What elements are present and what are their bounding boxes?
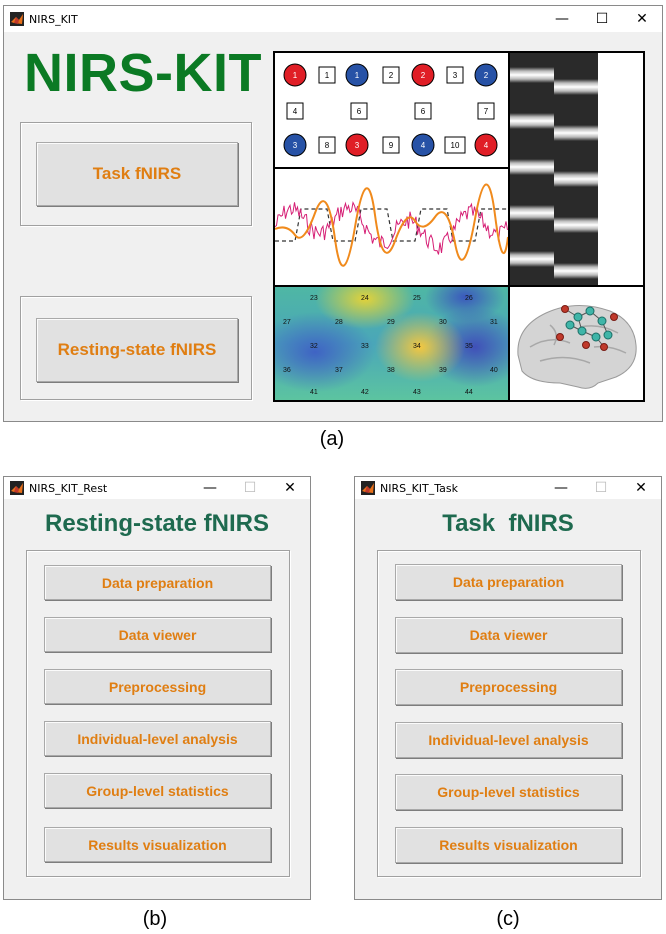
heatmap-label: 39 xyxy=(439,367,447,374)
probe-label: 1 xyxy=(355,71,360,80)
heatmap-label: 28 xyxy=(335,319,343,326)
resting-state-fnirs-button[interactable]: Resting-state fNIRS xyxy=(36,318,238,382)
title-bar: NIRS_KIT_Rest — ☐ ✕ xyxy=(4,477,310,499)
heatmap-label: 29 xyxy=(387,319,395,326)
heatmap-label: 36 xyxy=(283,367,291,374)
probe-label: 4 xyxy=(421,141,426,150)
probe-label: 10 xyxy=(451,141,460,150)
probe-label: 2 xyxy=(421,71,426,80)
probe-label: 9 xyxy=(389,141,394,150)
probe-layout-image: 1 1 1 2 2 3 2 4 6 6 7 3 8 3 9 4 10 4 xyxy=(273,51,510,169)
heatmap-label: 44 xyxy=(465,389,473,396)
title-bar: NIRS_KIT — ☐ ✕ xyxy=(4,6,662,32)
probe-label: 2 xyxy=(389,71,394,80)
individual-level-analysis-button[interactable]: Individual-level analysis xyxy=(44,721,271,756)
probe-label: 6 xyxy=(421,107,426,116)
caption-a: (a) xyxy=(319,428,345,450)
task-panel xyxy=(20,122,252,226)
close-icon[interactable]: ✕ xyxy=(284,480,296,496)
heatmap-label: 23 xyxy=(310,295,318,302)
task-window: NIRS_KIT_Task — ☐ ✕ Task fNIRS Data prep… xyxy=(354,476,662,900)
heatmap-label: 33 xyxy=(361,343,369,350)
matlab-icon xyxy=(10,481,24,495)
matlab-icon xyxy=(10,12,24,26)
minimize-icon[interactable]: — xyxy=(555,11,569,27)
close-icon[interactable]: ✕ xyxy=(635,480,647,496)
title-bar: NIRS_KIT_Task — ☐ ✕ xyxy=(355,477,661,499)
probe-label: 4 xyxy=(293,107,298,116)
heatmap-label: 37 xyxy=(335,367,343,374)
task-fnirs-button[interactable]: Task fNIRS xyxy=(36,142,238,206)
heatmap-image: 23 24 25 26 27 28 29 30 31 32 33 34 35 3… xyxy=(273,285,510,402)
heatmap-label: 35 xyxy=(465,343,473,350)
matlab-icon xyxy=(361,481,375,495)
maximize-icon: ☐ xyxy=(594,480,608,496)
group-level-statistics-button[interactable]: Group-level statistics xyxy=(395,774,622,810)
window-title: NIRS_KIT_Rest xyxy=(29,481,108,495)
minimize-icon[interactable]: — xyxy=(554,480,568,496)
probe-label: 3 xyxy=(453,71,458,80)
maximize-icon[interactable]: ☐ xyxy=(595,11,609,27)
probe-label: 8 xyxy=(325,141,330,150)
data-preparation-button[interactable]: Data preparation xyxy=(395,564,622,600)
probe-label: 4 xyxy=(484,141,489,150)
maximize-icon: ☐ xyxy=(243,480,257,496)
heatmap-label: 24 xyxy=(361,295,369,302)
window-heading: Task fNIRS xyxy=(442,510,574,537)
signal-timeseries-image xyxy=(273,167,510,287)
results-visualization-button[interactable]: Results visualization xyxy=(395,827,622,863)
heatmap-label: 27 xyxy=(283,319,291,326)
menu-panel xyxy=(26,550,290,877)
resting-panel xyxy=(20,296,252,400)
probe-label: 6 xyxy=(357,107,362,116)
data-viewer-button[interactable]: Data viewer xyxy=(44,617,271,652)
probe-label: 1 xyxy=(325,71,330,80)
heatmap-label: 30 xyxy=(439,319,447,326)
probe-label: 3 xyxy=(293,141,298,150)
heatmap-label: 32 xyxy=(310,343,318,350)
probe-label: 3 xyxy=(355,141,360,150)
probe-label: 7 xyxy=(484,107,489,116)
data-viewer-button[interactable]: Data viewer xyxy=(395,617,622,653)
heatmap-label: 41 xyxy=(310,389,318,396)
probe-label: 2 xyxy=(484,71,489,80)
results-visualization-button[interactable]: Results visualization xyxy=(44,827,271,862)
heatmap-label: 31 xyxy=(490,319,498,326)
caption-b: (b) xyxy=(142,908,168,930)
brain-render-image xyxy=(508,285,645,402)
minimize-icon[interactable]: — xyxy=(203,480,217,496)
heatmap-label: 42 xyxy=(361,389,369,396)
design-matrix-image xyxy=(508,51,645,287)
heatmap-label: 43 xyxy=(413,389,421,396)
window-heading: Resting-state fNIRS xyxy=(44,510,270,537)
rest-window: NIRS_KIT_Rest — ☐ ✕ Resting-state fNIRS … xyxy=(3,476,311,900)
heatmap-label: 40 xyxy=(490,367,498,374)
preprocessing-button[interactable]: Preprocessing xyxy=(44,669,271,704)
heatmap-label: 26 xyxy=(465,295,473,302)
heatmap-label: 34 xyxy=(413,343,421,350)
caption-c: (c) xyxy=(496,908,520,930)
heatmap-label: 38 xyxy=(387,367,395,374)
menu-panel xyxy=(377,550,641,877)
close-icon[interactable]: ✕ xyxy=(636,11,648,27)
probe-label: 1 xyxy=(293,71,298,80)
individual-level-analysis-button[interactable]: Individual-level analysis xyxy=(395,722,622,758)
data-preparation-button[interactable]: Data preparation xyxy=(44,565,271,600)
app-title: NIRS-KIT xyxy=(24,43,262,103)
nirs-kit-main-window: NIRS_KIT — ☐ ✕ NIRS-KIT Task fNIRS Resti… xyxy=(3,5,663,422)
group-level-statistics-button[interactable]: Group-level statistics xyxy=(44,773,271,808)
preprocessing-button[interactable]: Preprocessing xyxy=(395,669,622,705)
heatmap-label: 25 xyxy=(413,295,421,302)
window-title: NIRS_KIT_Task xyxy=(380,481,459,495)
window-title: NIRS_KIT xyxy=(29,12,78,26)
